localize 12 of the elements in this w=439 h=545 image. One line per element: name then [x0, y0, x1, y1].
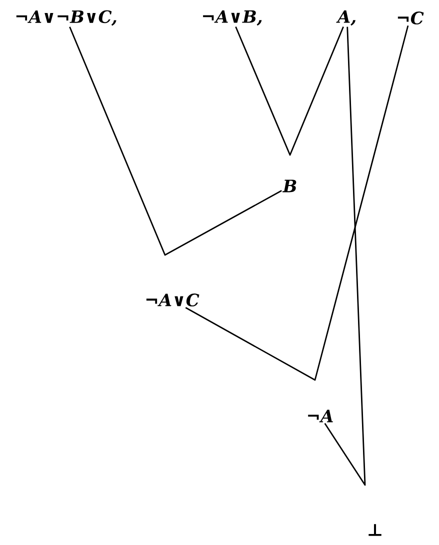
formula-label: ¬A: [308, 410, 333, 422]
resolution-line: [69, 26, 282, 256]
formula-label: ¬A∨C: [146, 294, 200, 306]
formula-label: ¬A∨¬B∨C,: [16, 10, 116, 26]
resolution-line: [324, 26, 366, 486]
formula-label: ¬C: [398, 12, 424, 24]
formula-label: ⊥: [368, 524, 382, 536]
formula-label: ¬A∨B,: [203, 10, 262, 26]
formula-label: A,: [336, 10, 356, 26]
resolution-line: [185, 25, 409, 381]
resolution-line: [235, 26, 344, 156]
formula-label: B: [282, 180, 296, 192]
